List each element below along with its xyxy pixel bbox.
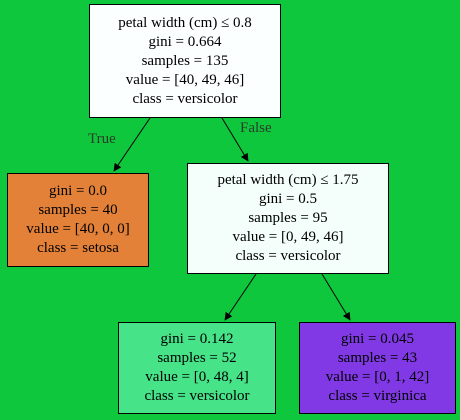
edge-label-true: True [88,131,116,147]
node-gini: gini = 0.5 [258,191,318,207]
node-value: value = [0, 48, 4] [145,369,249,385]
node-condition: petal width (cm) ≤ 0.8 [118,14,252,31]
node-samples: samples = 52 [157,350,237,366]
tree-node-setosa-leaf: gini = 0.0 samples = 40 value = [40, 0, … [7,173,149,267]
edge-split-to-versicolor [224,273,257,321]
node-samples: samples = 43 [337,350,418,366]
tree-node-petal-width-split: petal width (cm) ≤ 1.75 gini = 0.5 sampl… [187,163,389,274]
node-class: class = virginica [328,388,427,404]
tree-node-virginica-leaf: gini = 0.045 samples = 43 value = [0, 1,… [299,322,456,414]
node-class: class = versicolor [144,388,250,404]
node-value: value = [40, 0, 0] [26,221,130,237]
node-gini: gini = 0.0 [48,183,108,199]
node-value: value = [0, 1, 42] [325,369,430,385]
tree-node-root: petal width (cm) ≤ 0.8 gini = 0.664 samp… [89,4,281,118]
node-samples: samples = 95 [248,210,328,226]
node-class: class = versicolor [132,90,238,107]
node-gini: gini = 0.142 [160,331,234,347]
node-samples: samples = 40 [38,202,118,218]
node-samples: samples = 135 [141,52,229,69]
node-condition: petal width (cm) ≤ 1.75 [217,172,359,188]
tree-node-versicolor-leaf: gini = 0.142 samples = 52 value = [0, 48… [118,322,276,414]
node-value: value = [40, 49, 46] [125,71,245,88]
node-class: class = versicolor [235,248,341,264]
node-gini: gini = 0.045 [340,331,415,347]
edge-root-to-split [221,117,249,162]
edge-label-false: False [240,120,272,136]
edge-split-to-virginica [321,273,351,321]
node-value: value = [0, 49, 46] [232,229,344,245]
node-class: class = setosa [37,240,119,256]
node-gini: gini = 0.664 [148,33,222,50]
edge-root-to-setosa [113,117,151,172]
